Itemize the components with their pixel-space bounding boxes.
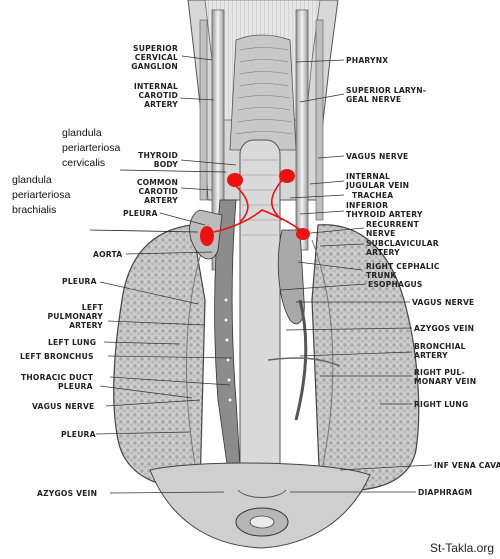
label-trachea: TRACHEA bbox=[352, 191, 394, 200]
label-azygos-vein-right: AZYGOS VEIN bbox=[414, 324, 475, 333]
label-superior-laryngeal-nerve: SUPERIOR LARYN-GEAL NERVE bbox=[346, 86, 427, 104]
label-azygos-vein-bottom: AZYGOS VEIN bbox=[37, 489, 98, 498]
label-pleura-left: PLEURA bbox=[62, 277, 97, 286]
gland-cervicalis-right-marker bbox=[279, 169, 295, 183]
leader-lines-left bbox=[95, 55, 237, 494]
gland-markers bbox=[89, 169, 310, 246]
label-pleura-mid: PLEURA bbox=[58, 382, 93, 391]
label-diaphragm: DIAPHRAGM bbox=[418, 488, 473, 497]
label-vagus-nerve-left: VAGUS NERVE bbox=[32, 402, 95, 411]
gland-brachialis-right-marker bbox=[296, 228, 310, 240]
gland-cervicalis-left-marker bbox=[227, 173, 243, 187]
label-aorta: AORTA bbox=[93, 250, 123, 259]
gland-brachialis-left-marker bbox=[200, 226, 214, 246]
label-inf-vena-cava: INF VENA CAVA bbox=[434, 461, 500, 470]
label-left-lung: LEFT LUNG bbox=[48, 338, 97, 347]
neck-region bbox=[187, 0, 339, 271]
label-pleura-lower: PLEURA bbox=[61, 430, 96, 439]
diaphragm-region bbox=[149, 462, 371, 549]
label-vagus-nerve-right: VAGUS NERVE bbox=[412, 298, 475, 307]
label-right-pulmonary-vein: RIGHT PUL-MONARY VEIN bbox=[414, 368, 477, 386]
label-vagus-nerve-upper: VAGUS NERVE bbox=[346, 152, 409, 161]
label-pharynx: PHARYNX bbox=[346, 56, 389, 65]
label-thoracic-duct: THORACIC DUCT bbox=[21, 373, 94, 382]
label-left-bronchus: LEFT BRONCHUS bbox=[20, 352, 94, 361]
leader-lines-right bbox=[279, 59, 433, 493]
watermark-text: St-Takla.org bbox=[429, 541, 494, 555]
label-right-lung: RIGHT LUNG bbox=[414, 400, 469, 409]
mediastinum bbox=[189, 139, 341, 501]
label-pleura-upper: PLEURA bbox=[123, 209, 158, 218]
label-esophagus: ESOPHAGUS bbox=[368, 280, 423, 289]
